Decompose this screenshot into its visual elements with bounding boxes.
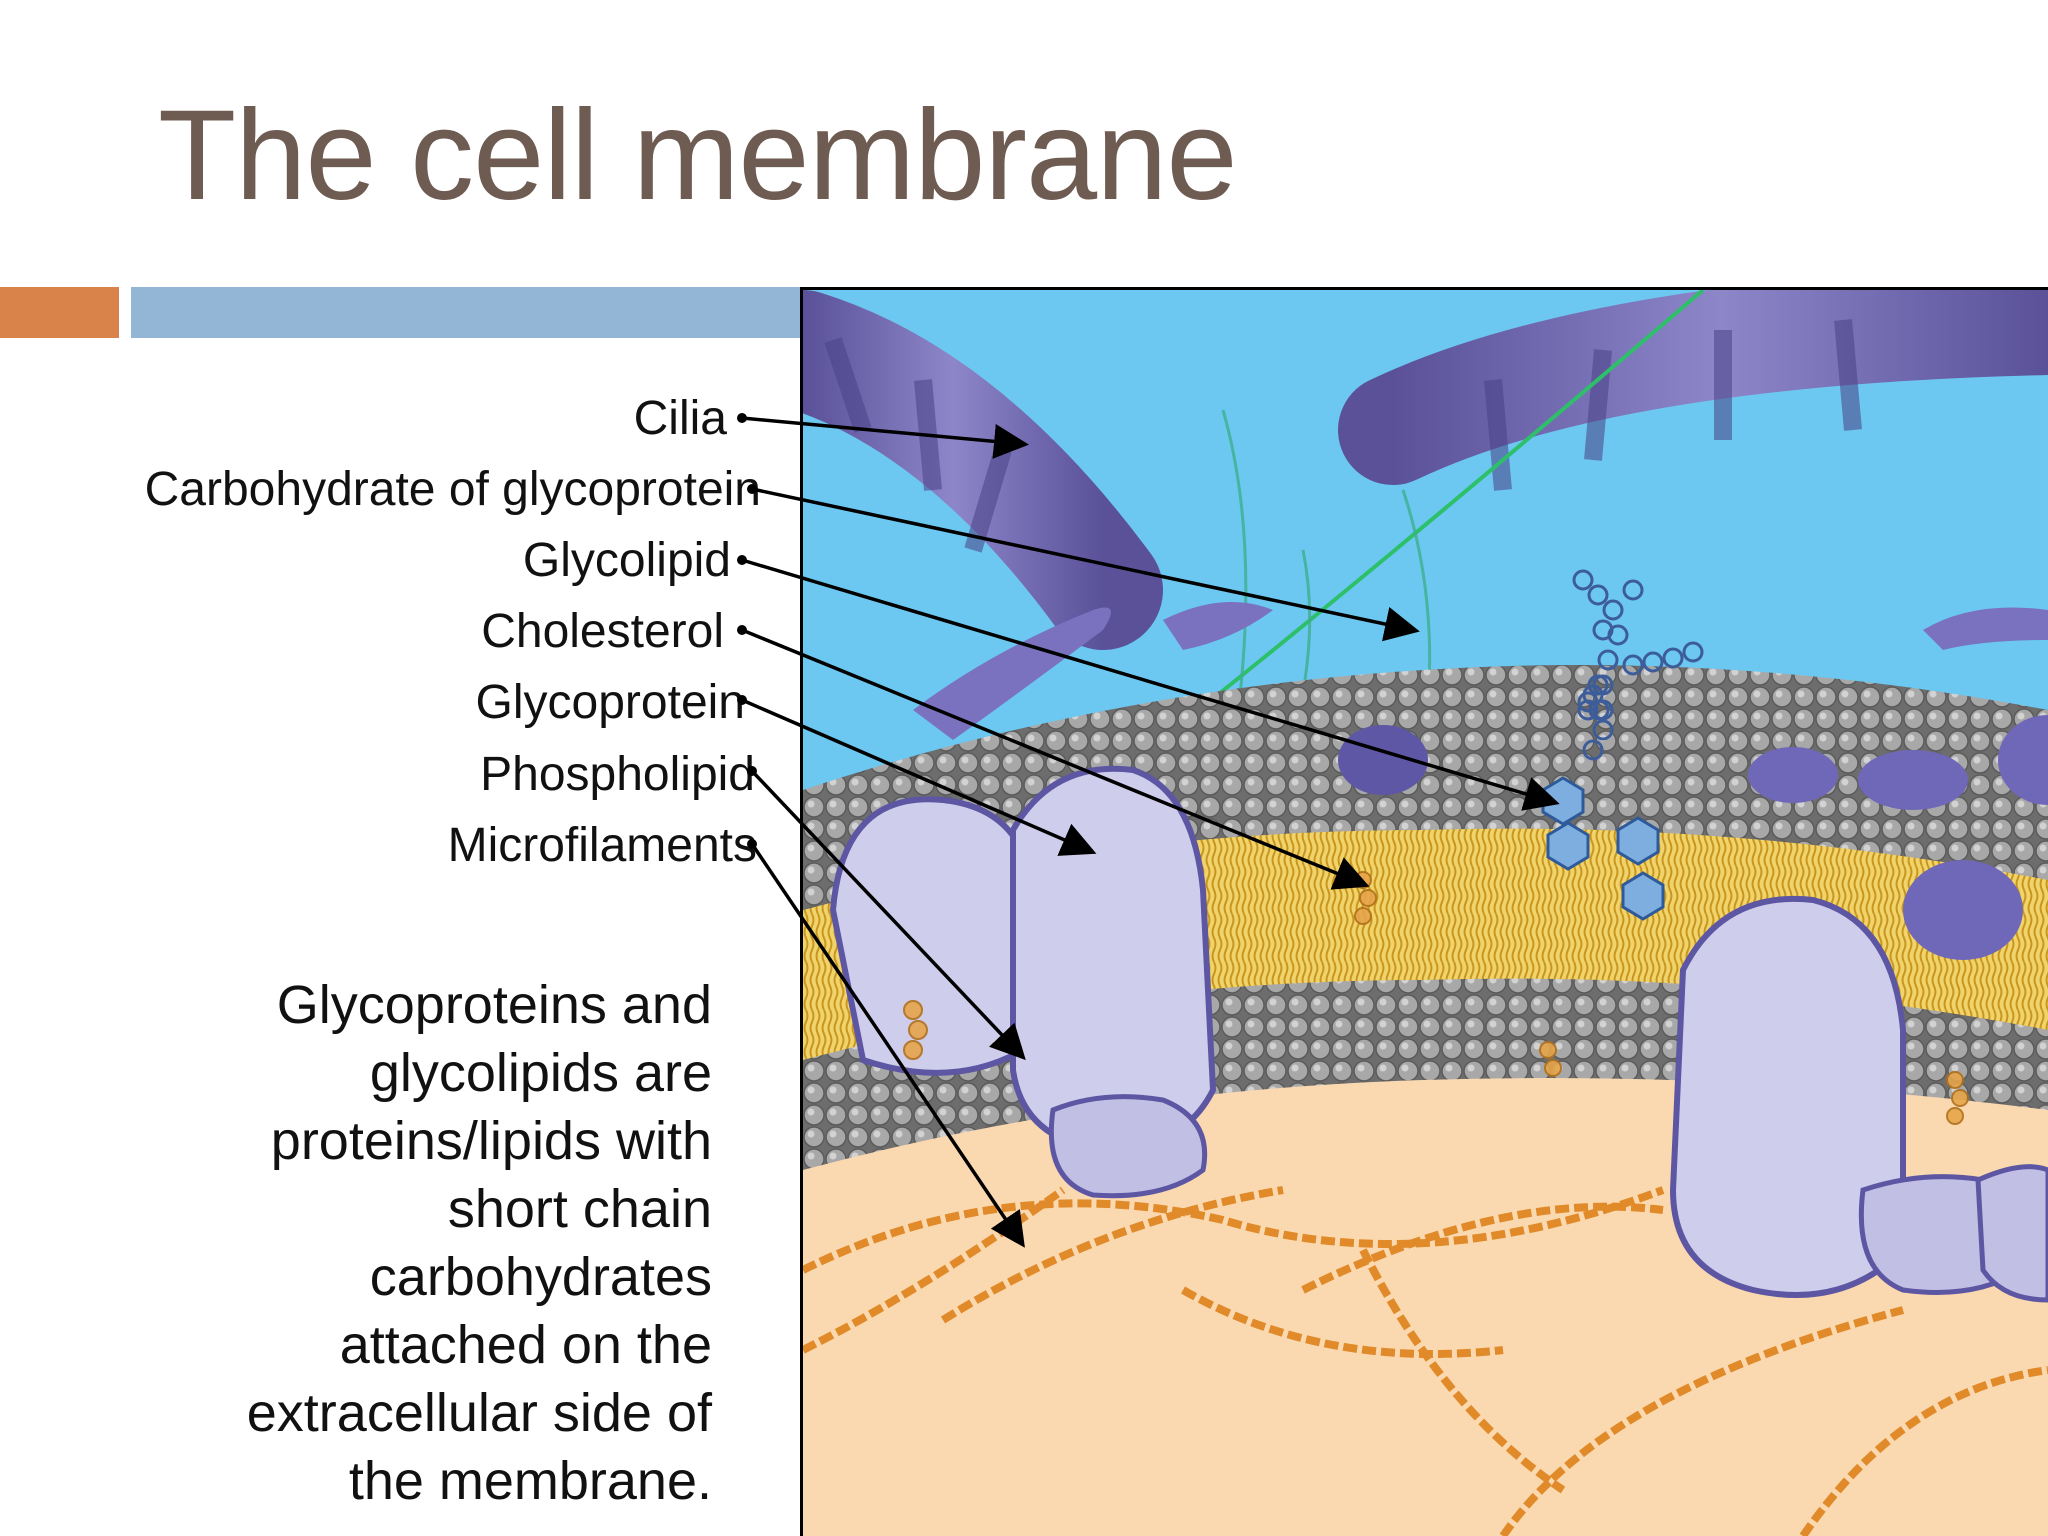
label-glycolipid: Glycolipid bbox=[522, 534, 731, 587]
note-line: proteins/lipids with bbox=[270, 1111, 712, 1171]
membrane-drawing bbox=[803, 290, 2048, 1536]
label-phospholipid: Phospholipid bbox=[480, 748, 755, 801]
note-line: the membrane. bbox=[348, 1451, 712, 1511]
accent-bar-orange bbox=[0, 287, 119, 338]
note-line: carbohydrates bbox=[369, 1247, 712, 1307]
label-glycoprotein: Glycoprotein bbox=[475, 676, 745, 729]
label-cholesterol: Cholesterol bbox=[481, 605, 724, 658]
note-line: attached on the bbox=[339, 1315, 712, 1375]
note-line: short chain bbox=[447, 1179, 712, 1239]
slide-title: The cell membrane bbox=[158, 84, 1238, 227]
note-line: glycolipids are bbox=[369, 1043, 712, 1103]
label-microfilaments: Microfilaments bbox=[447, 819, 757, 872]
cell-membrane-illustration bbox=[800, 287, 2048, 1536]
label-carbohydrate-of-glycoprotein: Carbohydrate of glycoprotein bbox=[144, 463, 761, 516]
explanation-text: Glycoproteins and glycolipids are protei… bbox=[152, 971, 712, 1515]
note-line: Glycoproteins and bbox=[276, 975, 712, 1035]
label-cilia: Cilia bbox=[633, 392, 727, 445]
note-line: extracellular side of bbox=[246, 1383, 712, 1443]
